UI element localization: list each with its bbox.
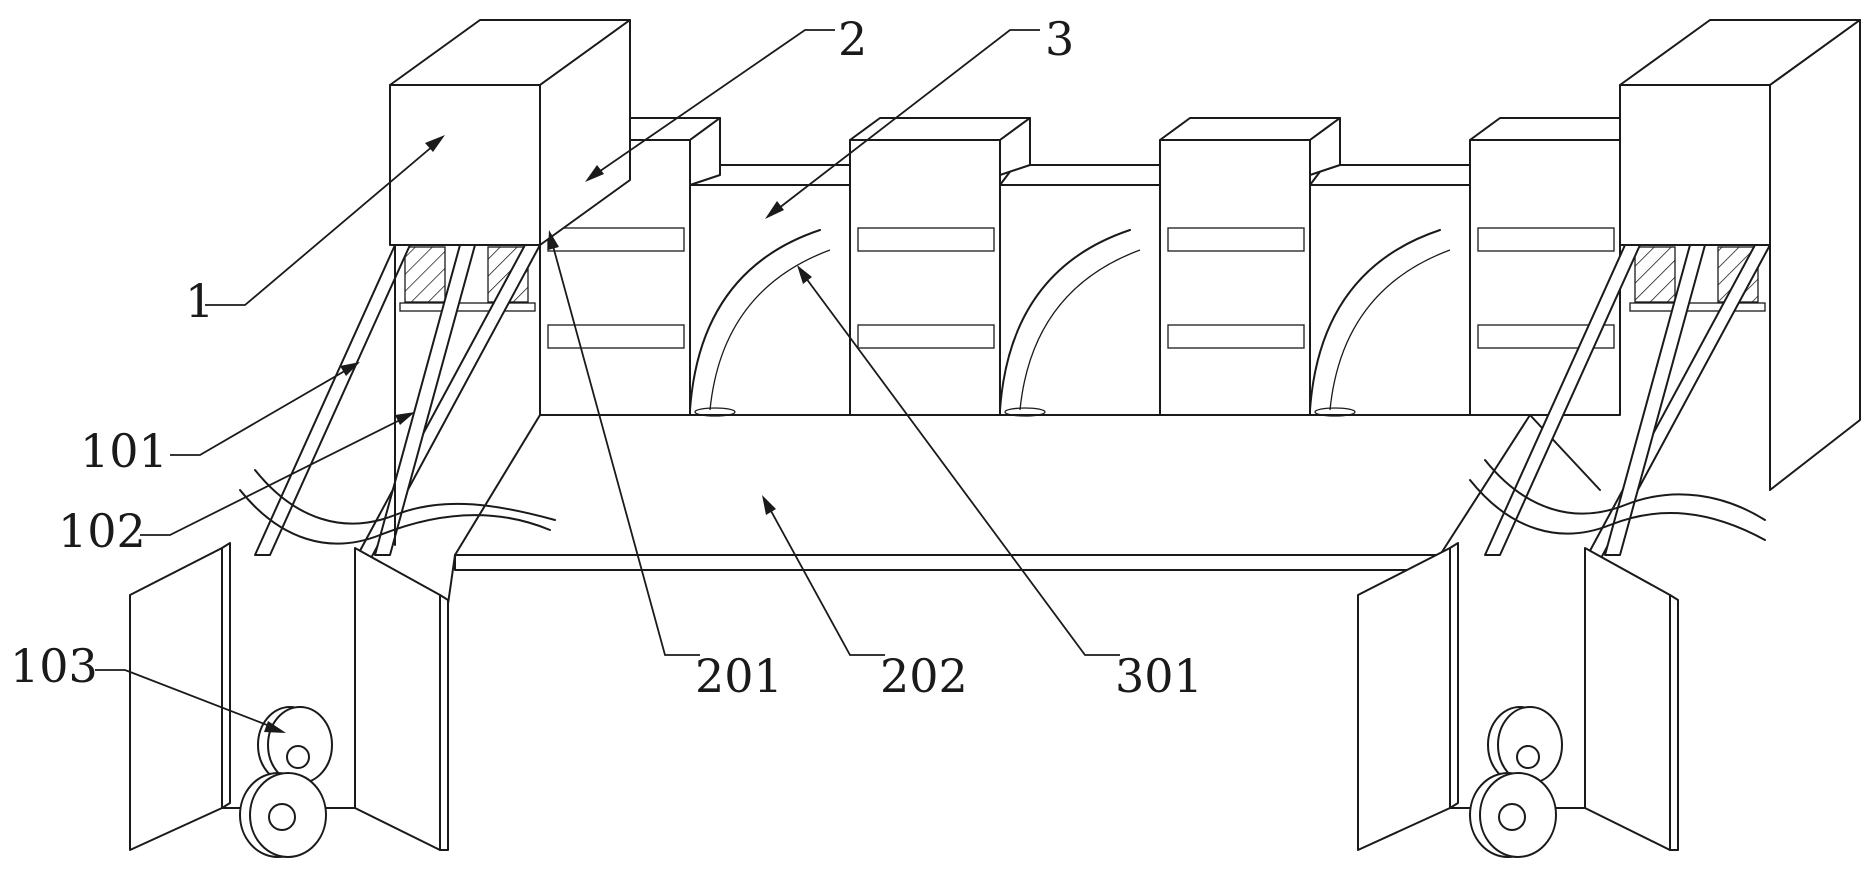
pillar-blocks	[539, 117, 1651, 416]
label-202: 202	[880, 649, 968, 703]
label-301: 301	[1115, 649, 1203, 703]
label-1: 1	[185, 274, 214, 328]
label-101: 101	[80, 424, 168, 478]
label-103: 103	[10, 639, 98, 693]
right-tower	[1357, 19, 1861, 858]
pillar-3	[1159, 117, 1341, 416]
label-2: 2	[838, 12, 867, 66]
pillar-4	[1469, 117, 1651, 416]
label-102: 102	[58, 504, 146, 558]
label-201: 201	[695, 649, 783, 703]
label-3: 3	[1045, 12, 1074, 66]
base-plate	[439, 414, 1601, 661]
arches	[689, 229, 1451, 417]
leaders	[95, 29, 1120, 733]
pillar-2	[849, 117, 1031, 416]
middle-walls	[689, 164, 1486, 416]
reference-numerals: 1 2 3 101 102 103 201 202 301	[10, 12, 1203, 703]
